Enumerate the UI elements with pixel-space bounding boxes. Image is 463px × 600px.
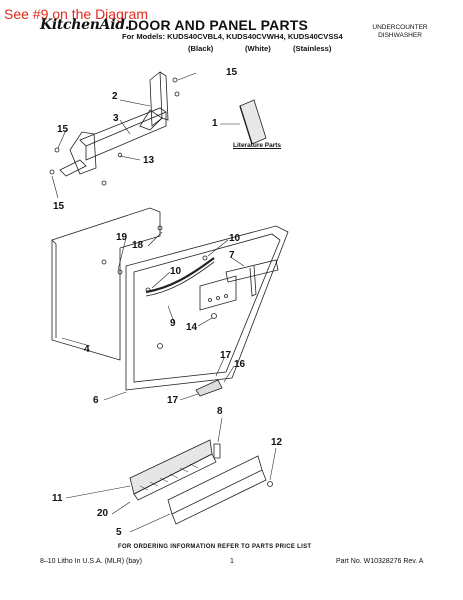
model-list: For Models: KUDS40CVBL4, KUDS40CVWH4, KU… — [122, 32, 343, 41]
variant-stainless: (Stainless) — [293, 44, 332, 53]
callout-15: 15 — [57, 124, 69, 135]
literature-parts-label: Literature Parts — [233, 142, 282, 149]
page-title: DOOR AND PANEL PARTS — [128, 17, 309, 33]
callout-5: 5 — [116, 527, 122, 538]
callout-11: 11 — [52, 493, 63, 504]
callout-13: 13 — [143, 155, 155, 166]
callout-2: 2 — [112, 91, 118, 102]
callout-20: 20 — [97, 508, 109, 519]
literature-booklet — [239, 99, 267, 145]
callout-6: 6 — [93, 395, 99, 406]
callout-19: 19 — [116, 232, 128, 243]
callout-17: 17 — [220, 350, 232, 361]
page-number: 1 — [230, 558, 234, 565]
diagram-note: See #9 on the Diagram — [4, 6, 148, 22]
variant-black: (Black) — [188, 44, 214, 53]
brand-logo: KitchenAid. — [40, 17, 130, 33]
toe-panel-assembly — [129, 439, 273, 525]
callout-17: 17 — [167, 395, 179, 406]
door-handle — [195, 379, 223, 397]
appliance-category: UNDERCOUNTER DISHWASHER — [360, 24, 440, 40]
callout-4: 4 — [84, 344, 90, 355]
ordering-note: FOR ORDERING INFORMATION REFER TO PARTS … — [118, 544, 312, 550]
litho-note: 8–10 Litho In U.S.A. (MLR) (bay) — [40, 558, 142, 565]
inner-door — [125, 225, 289, 391]
callout-7: 7 — [229, 250, 235, 261]
category-line-1: UNDERCOUNTER — [372, 24, 428, 31]
callout-8: 8 — [217, 406, 223, 417]
callout-1: 1 — [212, 118, 218, 129]
callout-15: 15 — [226, 67, 238, 78]
variant-white: (White) — [245, 44, 271, 53]
callout-3: 3 — [113, 113, 119, 124]
callout-15: 15 — [53, 201, 65, 212]
callout-10: 10 — [229, 233, 241, 244]
callout-10: 10 — [170, 266, 182, 277]
door-bracket-assembly — [49, 71, 180, 186]
callout-14: 14 — [186, 322, 198, 333]
part-number: Part No. W10328276 Rev. A — [336, 558, 424, 565]
screws — [101, 225, 217, 349]
outer-door-panel — [51, 207, 161, 361]
callout-9: 9 — [170, 318, 176, 329]
callout-18: 18 — [132, 240, 144, 251]
leader-lines — [51, 72, 277, 533]
category-line-2: DISHWASHER — [378, 32, 422, 39]
callout-16: 16 — [234, 359, 246, 370]
callout-12: 12 — [271, 437, 283, 448]
control-panel — [225, 259, 279, 297]
